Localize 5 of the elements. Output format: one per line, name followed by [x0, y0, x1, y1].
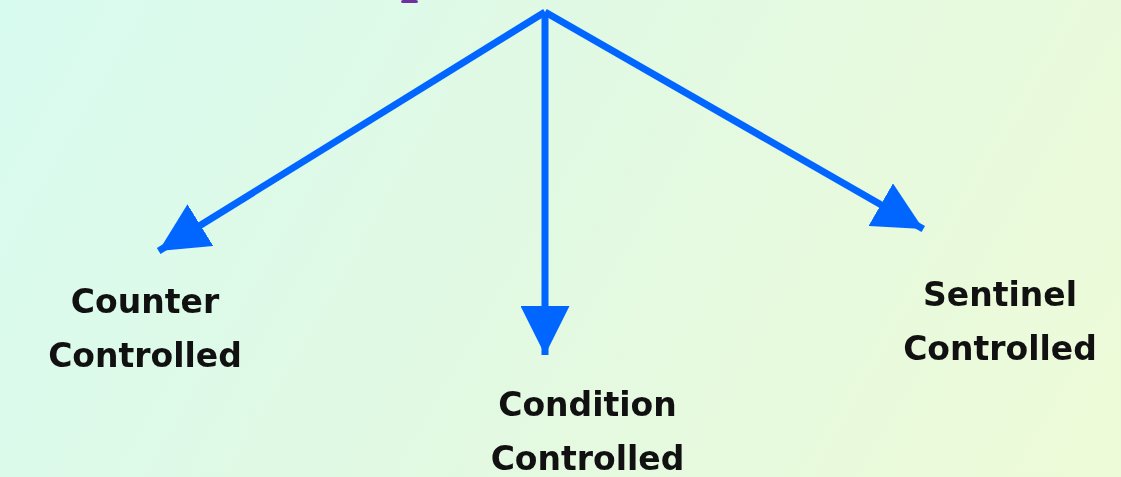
node-label: Counter Controlled: [25, 275, 265, 383]
node-label: Condition Controlled: [460, 378, 715, 477]
node-label: Sentinel Controlled: [880, 268, 1120, 376]
arrow: [156, 9, 547, 254]
arrow: [543, 8, 925, 233]
